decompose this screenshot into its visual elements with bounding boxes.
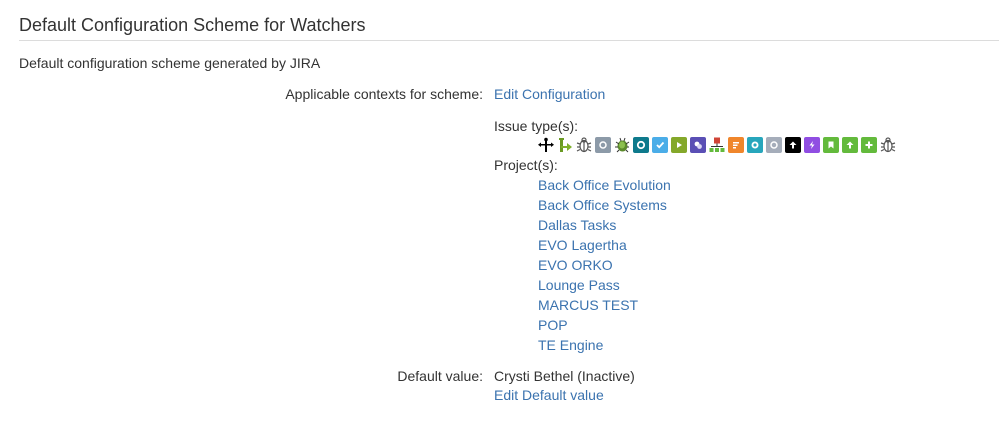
default-value: Crysti Bethel (Inactive) — [494, 368, 635, 384]
page-title: Default Configuration Scheme for Watcher… — [19, 15, 366, 35]
project-list: Back Office Evolution Back Office System… — [538, 175, 671, 355]
orange-document-icon — [728, 137, 744, 153]
scheme-description: Default configuration scheme generated b… — [19, 55, 321, 71]
projects-label: Project(s): — [494, 157, 558, 173]
project-link[interactable]: POP — [538, 317, 568, 333]
contexts-label: Applicable contexts for scheme: — [285, 86, 483, 102]
green-plus-icon — [861, 137, 877, 153]
branch-arrow-icon — [557, 137, 573, 153]
bug-outline-icon-2 — [880, 137, 896, 153]
project-link[interactable]: Lounge Pass — [538, 277, 620, 293]
edit-default-value-link[interactable]: Edit Default value — [494, 387, 604, 403]
project-link[interactable]: TE Engine — [538, 337, 604, 353]
default-value-label: Default value: — [397, 368, 483, 384]
black-arrow-up-icon — [785, 137, 801, 153]
title-divider — [19, 40, 999, 41]
task-check-icon — [652, 137, 668, 153]
generic-circle-icon — [595, 137, 611, 153]
project-link[interactable]: MARCUS TEST — [538, 297, 639, 313]
bug-outline-icon — [576, 137, 592, 153]
green-bug-icon — [614, 137, 630, 153]
grey-circle-icon — [766, 137, 782, 153]
lightning-icon — [804, 137, 820, 153]
hierarchy-icon — [709, 137, 725, 153]
project-link[interactable]: Back Office Systems — [538, 197, 667, 213]
project-link[interactable]: EVO ORKO — [538, 257, 613, 273]
play-icon — [671, 137, 687, 153]
sub-task-person-icon — [538, 137, 554, 153]
project-link[interactable]: EVO Lagertha — [538, 237, 627, 253]
teal-disc-icon — [747, 137, 763, 153]
green-arrow-up-icon — [842, 137, 858, 153]
purple-circles-icon — [690, 137, 706, 153]
teal-circle-icon — [633, 137, 649, 153]
project-link[interactable]: Back Office Evolution — [538, 177, 671, 193]
edit-configuration-link[interactable]: Edit Configuration — [494, 86, 606, 102]
issue-type-icons — [538, 137, 896, 153]
issue-types-label: Issue type(s): — [494, 118, 579, 134]
project-link[interactable]: Dallas Tasks — [538, 217, 617, 233]
bookmark-icon — [823, 137, 839, 153]
